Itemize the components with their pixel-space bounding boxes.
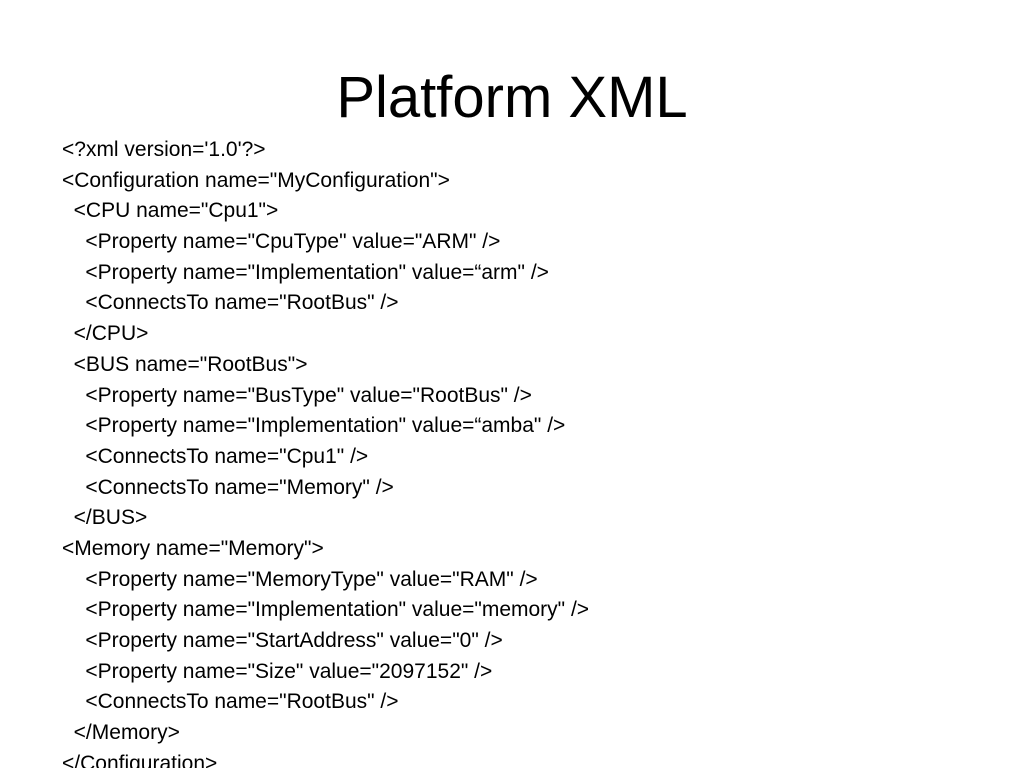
code-line: <Memory name="Memory"> [62,536,324,560]
code-line: <Property name="StartAddress" value="0" … [62,629,503,652]
code-line: </CPU> [62,322,149,346]
code-line: <BUS name="RootBus"> [62,352,308,376]
code-line: <Property name="MemoryType" value="RAM" … [62,567,538,591]
slide-title: Platform XML [336,65,688,130]
code-line: </Memory> [62,721,180,745]
code-line: </BUS> [62,506,148,530]
code-line: <Property name="Implementation" value="m… [62,598,590,622]
code-line: <ConnectsTo name="RootBus" /> [62,291,399,315]
code-line: </Configuration> [62,751,218,768]
code-line: <ConnectsTo name="RootBus" /> [62,690,399,714]
code-line: <Property name="CpuType" value="ARM" /> [62,230,501,254]
code-line: <Property name="Implementation" value=“a… [62,414,566,438]
code-line: <Property name="Size" value="2097152" /> [62,659,493,683]
xml-code-block: <?xml version='1.0'?> <Configuration nam… [62,135,1002,768]
code-line: <Configuration name="MyConfiguration"> [62,168,450,192]
code-line: <ConnectsTo name="Cpu1" /> [62,444,369,468]
code-line: <Property name="Implementation" value=“a… [62,260,549,284]
code-line: <Property name="BusType" value="RootBus"… [62,383,532,407]
code-line: <?xml version='1.0'?> [62,138,266,161]
code-line: <CPU name="Cpu1"> [62,199,279,223]
code-line: <ConnectsTo name="Memory" /> [62,475,394,499]
